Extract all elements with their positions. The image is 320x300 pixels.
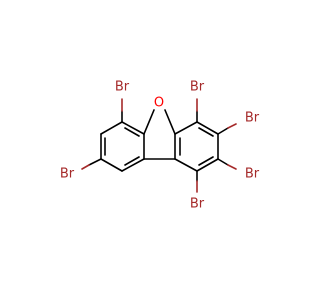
bond bbox=[174, 158, 198, 172]
bond bbox=[196, 121, 219, 135]
carbon-bromine-bonds bbox=[81, 98, 237, 193]
c-br-bond bbox=[227, 164, 237, 170]
double-bond-inner bbox=[198, 127, 214, 137]
c-br-bond bbox=[227, 123, 237, 129]
dibenzofuran-structure: O Br Br Br Br Br Br bbox=[59, 79, 260, 212]
bromine-atom-label: Br bbox=[245, 111, 260, 126]
furan-ring bbox=[143, 109, 176, 160]
bromine-atom-label: Br bbox=[190, 197, 205, 212]
bond bbox=[121, 121, 145, 135]
right-benzene-ring bbox=[174, 121, 219, 172]
furan-bond bbox=[143, 109, 155, 135]
bond bbox=[174, 121, 198, 135]
oxygen-atom-label: O bbox=[154, 96, 164, 111]
left-benzene-ring bbox=[100, 121, 145, 172]
double-bond-inner bbox=[124, 127, 140, 137]
bromine-atom-label: Br bbox=[245, 167, 260, 182]
bond bbox=[121, 158, 145, 172]
bond bbox=[100, 158, 123, 172]
bond bbox=[100, 121, 123, 135]
c-br-bond bbox=[81, 164, 90, 170]
bromine-atom-label: Br bbox=[190, 80, 205, 95]
bromine-atom-label: Br bbox=[115, 80, 130, 95]
c-br-bond bbox=[217, 158, 229, 166]
c-br-bond bbox=[217, 127, 229, 135]
double-bond-inner bbox=[198, 156, 214, 166]
bond bbox=[196, 158, 219, 172]
bromine-atom-label: Br bbox=[60, 167, 75, 182]
double-bond-inner bbox=[124, 156, 140, 166]
furan-bond bbox=[164, 109, 176, 135]
c-br-bond bbox=[88, 158, 102, 166]
